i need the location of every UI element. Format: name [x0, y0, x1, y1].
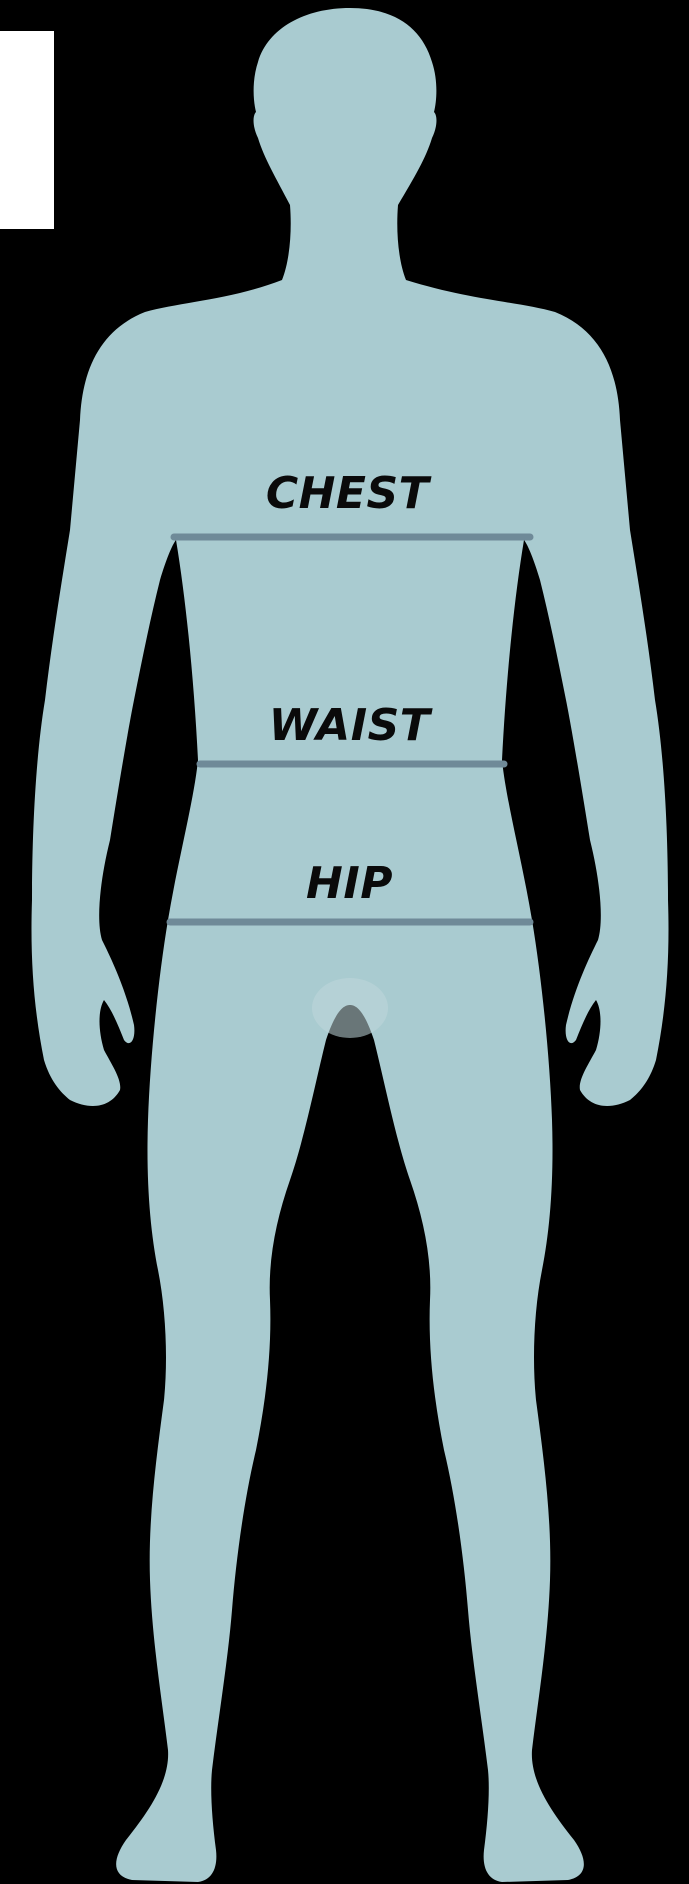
crotch-shading — [312, 978, 388, 1038]
waist-label: WAIST — [5, 704, 689, 748]
body-silhouette — [32, 8, 669, 1882]
hip-label: HIP — [5, 862, 689, 906]
corner-card — [0, 31, 54, 229]
head — [254, 8, 437, 280]
chest-label: CHEST — [3, 472, 689, 516]
torso-and-limbs — [32, 280, 669, 1882]
